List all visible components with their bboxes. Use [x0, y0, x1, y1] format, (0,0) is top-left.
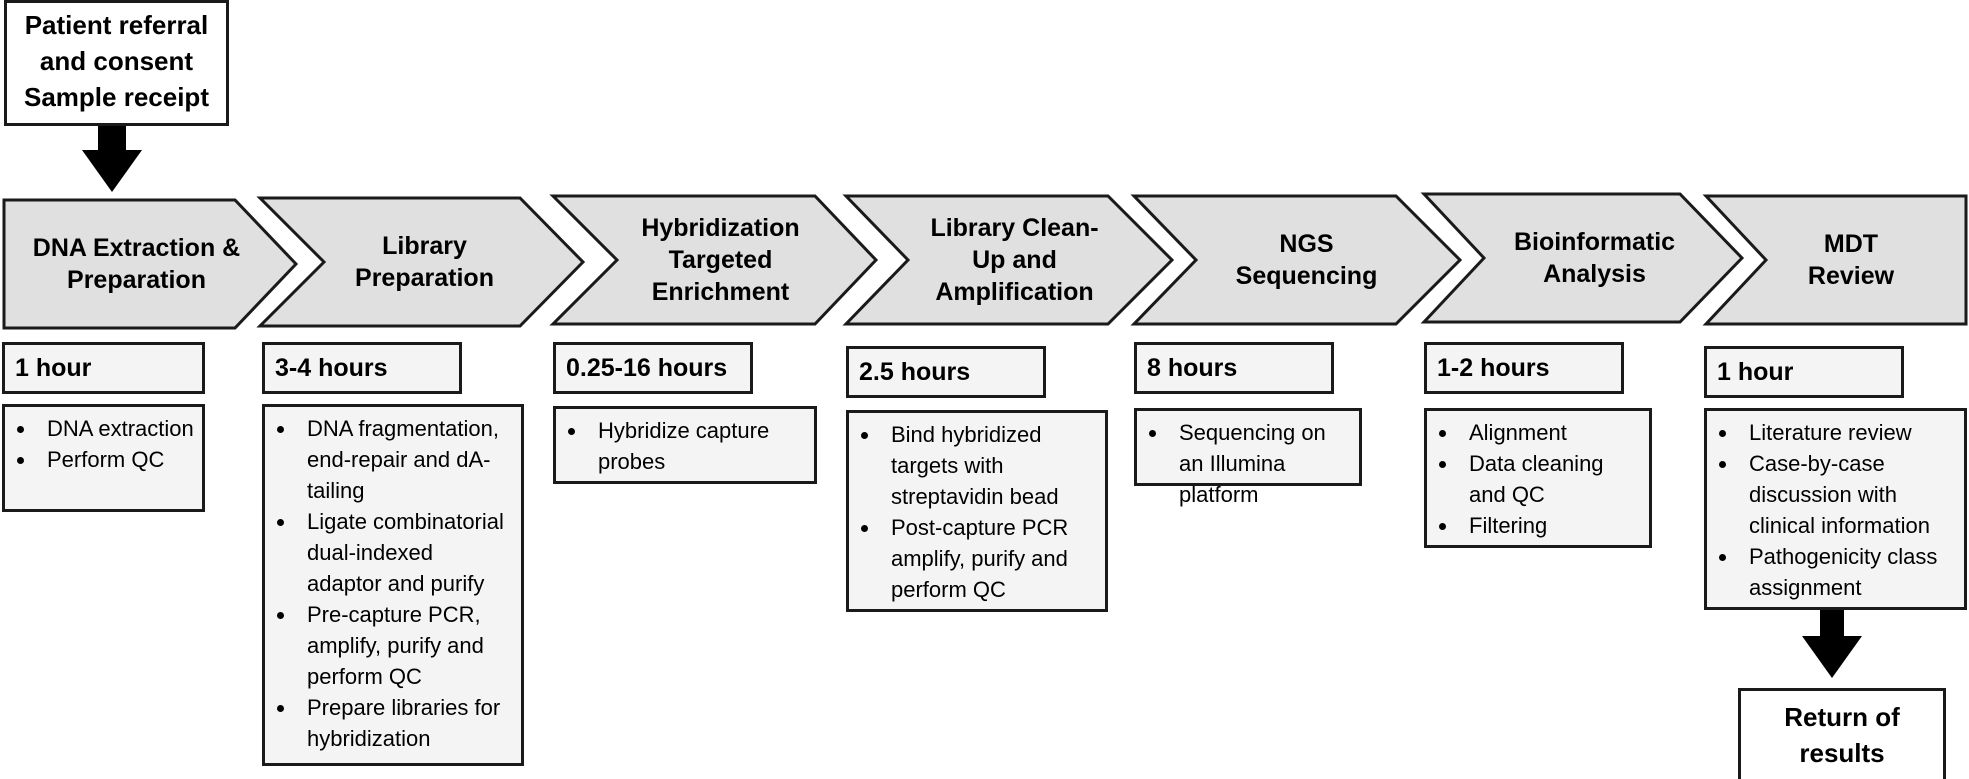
- list-item: Pathogenicity class assignment: [1739, 541, 1956, 603]
- list-item: Case-by-case discussion with clinical in…: [1739, 448, 1956, 541]
- chevron-ngs-sequencing: [1130, 194, 1463, 326]
- list-item: Ligate combinatorial dual-indexed adapto…: [297, 506, 513, 599]
- list-item: Perform QC: [37, 444, 194, 475]
- tasks-mdt-review: Literature review Case-by-case discussio…: [1704, 408, 1967, 610]
- tasks-library-preparation: DNA fragmentation, end-repair and dA-tai…: [262, 404, 524, 766]
- start-line-2: and consent: [39, 46, 194, 76]
- end-line-1: Return of: [1784, 702, 1900, 732]
- list-item: Prepare libraries for hybridization: [297, 692, 513, 754]
- tasks-bioinformatic-analysis: Alignment Data cleaning and QC Filtering: [1424, 408, 1652, 548]
- stage-title-library-preparation: Library Preparation: [355, 232, 494, 292]
- time-library-preparation: 3-4 hours: [262, 342, 462, 394]
- time-bioinformatic-analysis: 1-2 hours: [1424, 342, 1624, 394]
- list-item: Post-capture PCR amplify, purify and per…: [881, 512, 1097, 605]
- stage-title-bioinformatic-analysis: Bioinformatic Analysis: [1513, 228, 1676, 288]
- stage-title-library-cleanup: Library Clean- Up and Amplification: [930, 214, 1099, 306]
- start-box: Patient referral and consent Sample rece…: [4, 0, 229, 126]
- chevron-dna-extraction: [2, 198, 299, 330]
- chevron-mdt-review: [1702, 194, 1968, 326]
- list-item: DNA extraction: [37, 413, 194, 444]
- down-arrow-end: [1802, 610, 1862, 678]
- tasks-ngs-sequencing: Sequencing on an Illumina platform: [1134, 408, 1362, 507]
- list-item: DNA fragmentation, end-repair and dA-tai…: [297, 413, 513, 506]
- tasks-hybridization: Hybridize capture probes: [553, 406, 817, 484]
- chevron-library-cleanup: [842, 194, 1175, 326]
- stage-title-dna-extraction: DNA Extraction & Preparation: [32, 234, 241, 294]
- time-hybridization: 0.25-16 hours: [553, 342, 753, 394]
- list-item: Sequencing on an Illumina platform: [1169, 417, 1351, 510]
- end-line-2: results: [1799, 738, 1885, 768]
- list-item: Hybridize capture probes: [588, 415, 806, 477]
- list-item: Filtering: [1459, 510, 1641, 541]
- list-item: Literature review: [1739, 417, 1956, 448]
- chevron-bioinformatic-analysis: [1420, 192, 1745, 324]
- tasks-dna-extraction: DNA extraction Perform QC: [2, 404, 205, 512]
- time-library-cleanup: 2.5 hours: [846, 346, 1046, 398]
- time-mdt-review: 1 hour: [1704, 346, 1904, 398]
- list-item: Alignment: [1459, 417, 1641, 448]
- list-item: Bind hybridized targets with streptavidi…: [881, 419, 1097, 512]
- time-dna-extraction: 1 hour: [2, 342, 205, 394]
- time-ngs-sequencing: 8 hours: [1134, 342, 1334, 394]
- stage-title-hybridization: Hybridization Targeted Enrichment: [641, 214, 800, 306]
- chevron-hybridization: [549, 194, 879, 326]
- stage-title-ngs-sequencing: NGS Sequencing: [1235, 230, 1378, 290]
- chevron-library-preparation: [256, 196, 586, 328]
- start-line-1: Patient referral: [24, 10, 209, 40]
- down-arrow-start: [82, 126, 142, 192]
- stage-title-mdt-review: MDT Review: [1807, 230, 1895, 290]
- tasks-library-cleanup: Bind hybridized targets with streptavidi…: [846, 410, 1108, 612]
- list-item: Pre-capture PCR, amplify, purify and per…: [297, 599, 513, 692]
- start-line-3: Sample receipt: [24, 82, 209, 112]
- end-box: Return of results: [1738, 688, 1946, 779]
- list-item: Data cleaning and QC: [1459, 448, 1641, 510]
